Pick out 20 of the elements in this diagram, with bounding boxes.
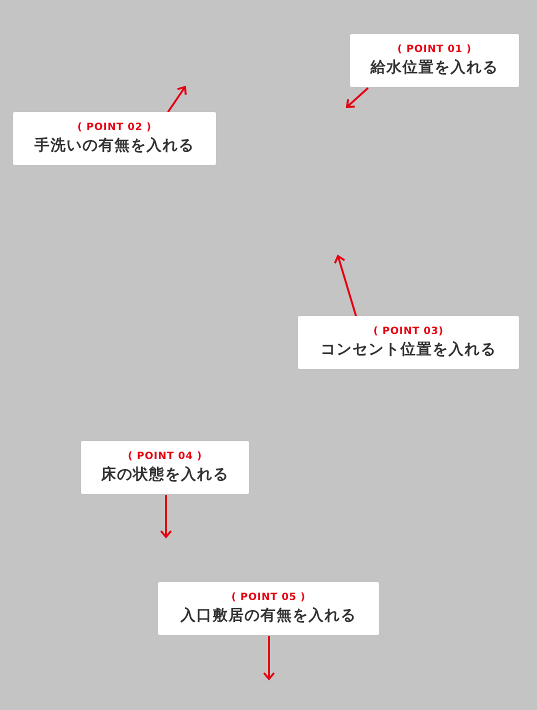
callout-text: 床の状態を入れる — [101, 465, 229, 484]
callout-box — [158, 582, 379, 635]
callout-box — [13, 112, 216, 165]
point-label: ( POINT 05 ) — [231, 592, 306, 603]
point-label: ( POINT 02 ) — [77, 122, 152, 133]
callout-text: コンセント位置を入れる — [320, 340, 496, 359]
point-label: ( POINT 04 ) — [128, 451, 202, 462]
callout-text: 手洗いの有無を入れる — [34, 136, 194, 155]
arrow — [346, 87, 369, 108]
arrow — [263, 636, 275, 680]
arrow — [334, 255, 357, 316]
point-label: ( POINT 03) — [373, 326, 444, 337]
callout-box — [350, 34, 519, 87]
callout-box — [298, 316, 519, 369]
arrow — [167, 86, 187, 113]
callout-text: 入口敷居の有無を入れる — [180, 606, 356, 625]
point-label: ( POINT 01 ) — [397, 44, 472, 55]
callout-text: 給水位置を入れる — [370, 58, 498, 77]
arrow — [160, 495, 172, 538]
callout-box — [81, 441, 249, 494]
